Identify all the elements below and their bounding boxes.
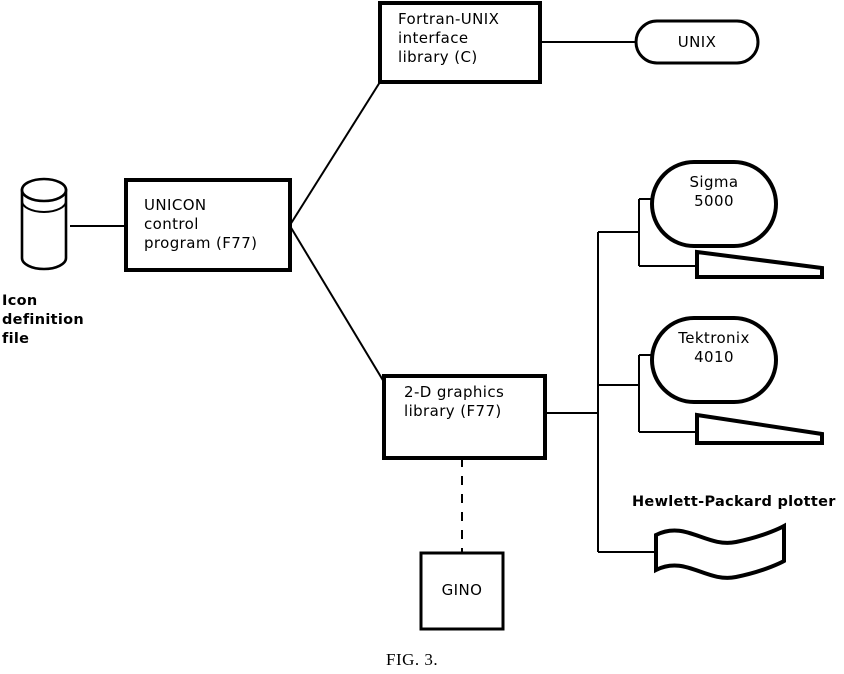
tektronix-keyboard (695, 412, 824, 445)
connector-unicon-fortranunix (289, 81, 381, 226)
node-tektronix-terminal[interactable] (650, 316, 824, 445)
node-sigma-terminal[interactable] (650, 160, 824, 279)
plotter-paper (654, 522, 786, 580)
node-unicon-box[interactable] (124, 178, 292, 272)
sigma-screen (650, 160, 778, 248)
connector-group (70, 41, 697, 553)
connector-unicon-graphicslib (289, 225, 385, 383)
tektronix-screen (650, 316, 778, 404)
sigma-keyboard (695, 249, 824, 279)
node-hp-plotter[interactable] (654, 522, 786, 580)
node-unix-stadium[interactable] (634, 19, 760, 65)
cylinder-top (20, 177, 68, 203)
graphics-library-label: 2-D graphics library (F77) (404, 383, 505, 420)
cylinder-rim (21, 200, 67, 213)
node-fortran-unix-box[interactable] (378, 1, 542, 84)
figure-caption: FIG. 3. (386, 650, 439, 669)
unicon-label: UNICON control program (F77) (144, 196, 258, 252)
sigma-label: Sigma 5000 (689, 173, 739, 210)
node-graphics-library-box[interactable] (382, 374, 547, 460)
node-icon-definition-file[interactable] (20, 177, 68, 271)
tektronix-label: Tektronix 4010 (678, 329, 750, 366)
hp-plotter-label: Hewlett-Packard plotter (632, 494, 836, 510)
node-gino-box[interactable] (419, 551, 505, 631)
fortran-unix-label: Fortran-UNIX interface library (C) (398, 10, 500, 66)
gino-label: GINO (441, 581, 483, 599)
icon-definition-file-label: Icon definition file (2, 293, 84, 347)
unix-label: UNIX (677, 33, 717, 51)
